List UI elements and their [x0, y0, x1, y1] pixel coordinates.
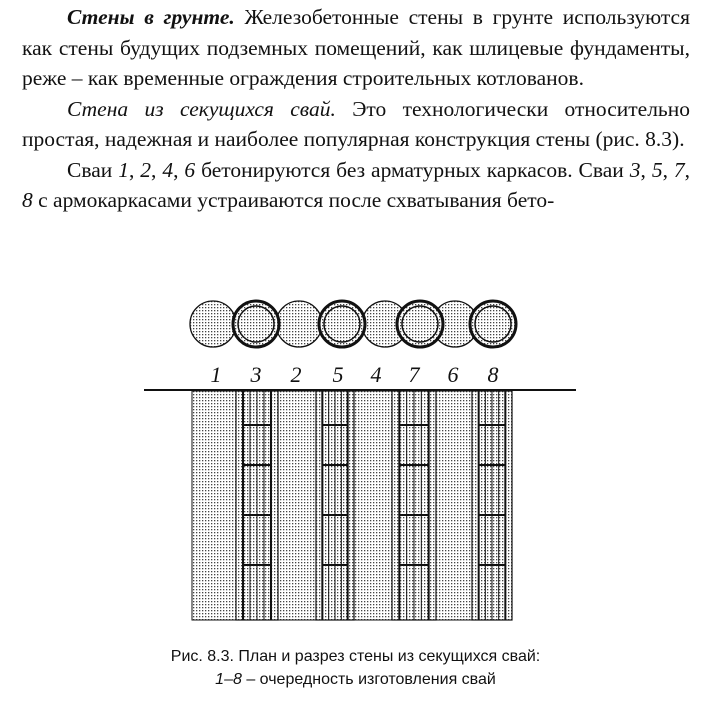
pile-label: 1: [210, 362, 222, 387]
section-pile-reinforced: [391, 390, 437, 621]
text-run: ,: [662, 157, 674, 182]
pile-number: 4: [162, 157, 174, 182]
pile-label: 4: [370, 362, 382, 387]
pile-number: 2: [140, 157, 152, 182]
section-view: [191, 390, 513, 621]
text-run: бетонируются без арматурных каркасов. Св…: [195, 157, 630, 182]
pile-label: 3: [250, 362, 262, 387]
pile-label: 2: [290, 362, 302, 387]
paragraph-secant-piles: Стена из секущихся свай. Это технологиче…: [22, 94, 690, 155]
figure-caption-title: Рис. 8.3. План и разрез стены из секущих…: [170, 648, 541, 665]
text-run: ,: [151, 157, 163, 182]
plan-pile-cage: [237, 305, 275, 343]
pile-number: 8: [22, 188, 33, 212]
plan-pile-cage: [323, 305, 361, 343]
plan-view: [189, 299, 518, 349]
pile-label: 8: [487, 362, 499, 387]
pile-label: 5: [332, 362, 344, 387]
caption-range: 1–8: [215, 671, 242, 688]
pile-number: 3: [629, 157, 641, 182]
paragraph-text: Это технологически относительно простая,…: [22, 96, 690, 152]
plan-pile-reinforced: [468, 299, 518, 349]
paragraph-pile-order: Сваи 1, 2, 4, 6 бетонируются без арматур…: [22, 155, 690, 216]
pile-label: 7: [408, 362, 420, 387]
text-run: ,: [640, 157, 652, 182]
section-pile-plain: [277, 390, 317, 621]
section-pile-plain: [191, 390, 237, 621]
section-pile-reinforced: [235, 390, 279, 621]
pile-number: 7: [673, 157, 685, 182]
pile-number: 6: [184, 157, 196, 182]
caption-text: – очередность изготовления свай: [241, 671, 496, 688]
plan-pile-cage: [401, 305, 439, 343]
text-run: ,: [173, 157, 185, 182]
pile-label: 6: [447, 362, 459, 387]
paragraph-text: Железобетонные стены в грунте используют…: [22, 5, 690, 90]
plan-pile-cage: [474, 305, 512, 343]
paragraph-walls-in-ground: Стены в грунте. Железобетонные стены в г…: [22, 2, 690, 94]
text-run: с армокаркасами устраиваются после схват…: [32, 188, 555, 212]
figure-caption-legend: 1–8 – очередность изготовления свай: [0, 671, 711, 689]
text-run: Сваи: [67, 157, 119, 182]
section-pile-plain: [435, 390, 473, 621]
plan-pile-reinforced: [231, 299, 281, 349]
body-text: Стены в грунте. Железобетонные стены в г…: [22, 2, 690, 216]
paragraph-lead-bold: Стены в грунте.: [67, 5, 235, 29]
plan-pile-plain: [431, 300, 479, 348]
paragraph-lead-italic: Стена из секущихся свай.: [67, 96, 336, 121]
plan-pile-reinforced: [395, 299, 445, 349]
text-run: ,: [684, 157, 690, 182]
section-pile-reinforced: [315, 390, 355, 621]
section-pile-reinforced: [471, 390, 513, 621]
pile-number: 1: [118, 157, 129, 182]
text-run: ,: [128, 157, 141, 182]
plan-pile-plain: [189, 300, 237, 348]
pile-number: 5: [651, 157, 663, 182]
section-pile-plain: [353, 390, 393, 621]
plan-pile-reinforced: [317, 299, 367, 349]
plan-pile-plain: [275, 300, 323, 348]
plan-pile-plain: [361, 300, 409, 348]
